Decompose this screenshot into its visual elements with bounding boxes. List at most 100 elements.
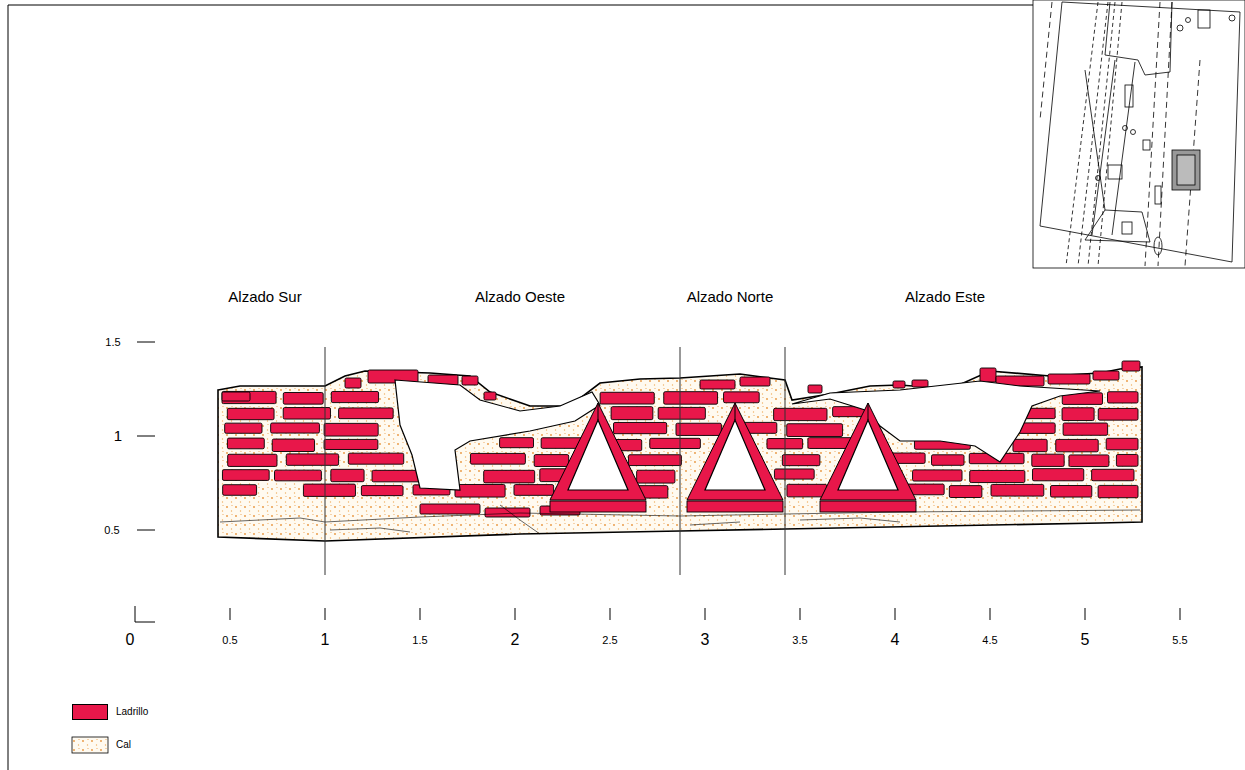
brick	[991, 484, 1044, 496]
relieving-triangle	[820, 403, 916, 512]
brick	[740, 377, 770, 386]
brick	[787, 424, 843, 437]
brick	[1032, 469, 1083, 481]
axis-value: 4	[891, 631, 900, 649]
brick	[345, 378, 361, 388]
axis-value: 2.5	[602, 634, 617, 646]
brick	[658, 407, 705, 419]
brick	[500, 438, 534, 448]
brick	[227, 408, 274, 419]
brick	[283, 408, 330, 420]
brick	[324, 423, 378, 436]
relieving-triangle	[687, 403, 783, 512]
brick	[1108, 392, 1138, 403]
brick	[1116, 454, 1138, 466]
brick	[227, 438, 264, 449]
axis-value: 4.5	[982, 634, 997, 646]
axis-value: 1	[321, 631, 330, 649]
brick	[1063, 423, 1108, 435]
brick	[724, 392, 760, 403]
brick	[912, 380, 928, 387]
axis-value: 3	[701, 631, 710, 649]
brick	[222, 391, 276, 403]
brick	[272, 439, 314, 451]
brick	[420, 504, 480, 514]
brick	[1098, 408, 1138, 420]
collapsed-void	[792, 381, 1100, 462]
brick	[628, 455, 681, 466]
brick	[1106, 438, 1138, 449]
brick	[650, 438, 701, 448]
legend-label: Ladrillo	[116, 706, 148, 718]
axis-value: 3.5	[792, 634, 807, 646]
axis-value: 5.5	[1172, 634, 1187, 646]
brick	[980, 368, 996, 382]
brick	[1069, 455, 1109, 467]
brick	[462, 376, 478, 385]
axis-value: 1.5	[105, 336, 120, 348]
brick	[339, 408, 394, 419]
brick	[1051, 486, 1092, 498]
frame-line	[8, 5, 9, 770]
brick	[613, 422, 666, 433]
legend-label: Cal	[116, 739, 131, 751]
brick	[600, 392, 654, 404]
axis-value: 0.5	[104, 524, 119, 536]
brick	[676, 423, 721, 435]
brick	[1092, 469, 1134, 480]
brick	[225, 423, 262, 433]
brick	[1013, 439, 1047, 451]
brick	[1056, 439, 1098, 451]
brick	[324, 439, 378, 449]
brick	[949, 486, 982, 498]
relieving-triangle	[550, 403, 646, 512]
brick	[782, 455, 820, 466]
brick	[222, 392, 250, 401]
brick	[223, 485, 257, 496]
brick	[485, 508, 530, 517]
brick	[331, 469, 364, 481]
brick	[637, 470, 675, 483]
brick	[484, 392, 496, 400]
brick	[700, 380, 735, 389]
brick	[1048, 374, 1090, 384]
brick	[1093, 371, 1119, 380]
brick	[1032, 454, 1064, 466]
brick	[286, 454, 338, 465]
location-inset	[1033, 0, 1245, 268]
brick	[611, 407, 653, 420]
brick	[228, 454, 277, 466]
brick	[222, 470, 269, 481]
elevation-heading: Alzado Sur	[228, 289, 301, 306]
brick	[283, 393, 323, 405]
axis-value: 1.5	[412, 634, 427, 646]
brick	[455, 484, 505, 497]
brick	[514, 485, 554, 496]
axis-value: 0.5	[222, 634, 237, 646]
brick	[271, 423, 320, 433]
elevation-heading: Alzado Oeste	[475, 289, 565, 306]
brick	[331, 391, 378, 402]
elevation-heading: Alzado Este	[905, 289, 985, 306]
brick	[808, 385, 822, 393]
brick	[1062, 408, 1094, 421]
brick	[348, 453, 403, 464]
brick	[970, 470, 1025, 482]
brick	[664, 392, 718, 405]
brick	[1122, 361, 1140, 371]
section-divider	[325, 347, 785, 575]
brick	[361, 486, 403, 496]
axis-value: 2	[511, 631, 520, 649]
brick	[893, 381, 905, 388]
brick	[913, 470, 962, 481]
brick	[932, 455, 965, 466]
brick	[1098, 485, 1138, 497]
legend-swatch	[72, 704, 108, 720]
brick	[303, 484, 355, 496]
brick	[787, 484, 827, 497]
brick	[774, 408, 827, 420]
brick	[484, 470, 535, 483]
brick	[275, 470, 322, 481]
